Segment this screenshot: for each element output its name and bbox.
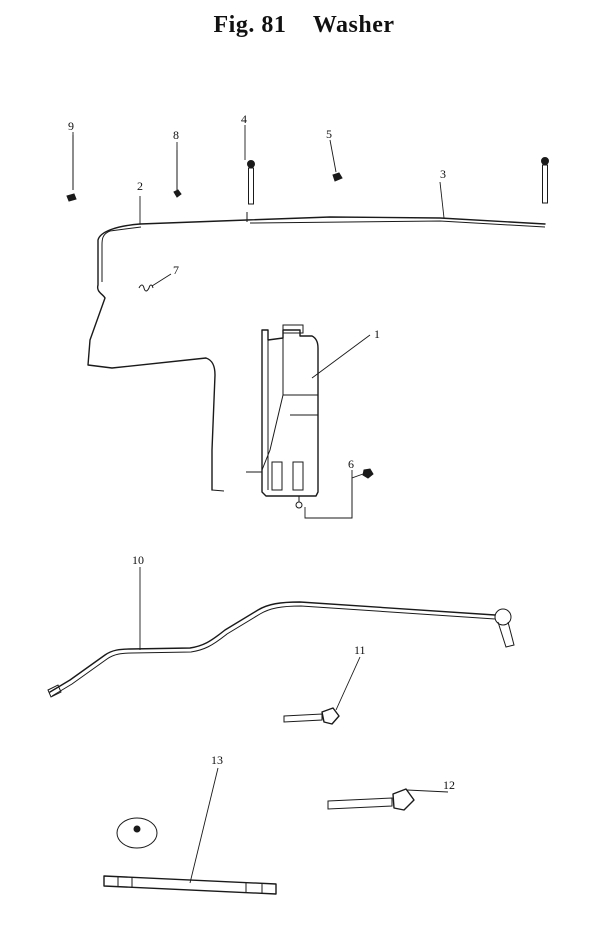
part-11-nozzle (283, 707, 340, 725)
part-13-rod (103, 875, 277, 895)
callout-10: 10 (132, 553, 144, 567)
callout-2: 2 (137, 179, 143, 193)
part-12-nozzle (327, 788, 415, 811)
callout-13: 13 (211, 753, 223, 767)
part-8-clip (173, 150, 182, 198)
part-9-clip (66, 135, 77, 202)
callout-7: 7 (173, 263, 179, 277)
callout-5: 5 (326, 127, 332, 141)
part-4-clip (247, 160, 255, 205)
figure-title: Fig. 81 Washer (0, 12, 608, 39)
part-5-grommet (332, 172, 343, 182)
part-1-washer-tank (246, 324, 319, 509)
callout-9: 9 (68, 119, 74, 133)
part-10-nozzle-hose (47, 601, 515, 698)
part-13-cap (116, 817, 158, 849)
callout-8: 8 (173, 128, 179, 142)
part-6-bolt (362, 468, 374, 479)
callout-6: 6 (348, 457, 354, 471)
callout-1: 1 (374, 327, 380, 341)
figure-number: Fig. 81 (213, 12, 287, 38)
callout-12: 12 (443, 778, 455, 792)
callout-4: 4 (241, 112, 247, 126)
part-7-clip (138, 284, 154, 292)
callout-3: 3 (440, 167, 446, 181)
callout-labels: 1 2 3 4 5 6 7 8 9 10 11 12 13 (68, 112, 455, 792)
part-2-washer-hose (87, 216, 546, 492)
callout-11: 11 (354, 643, 366, 657)
leader-lines (72, 125, 449, 884)
part-3-hose (246, 212, 546, 228)
part-4-clip-right (541, 157, 549, 204)
figure-name: Washer (312, 12, 395, 38)
